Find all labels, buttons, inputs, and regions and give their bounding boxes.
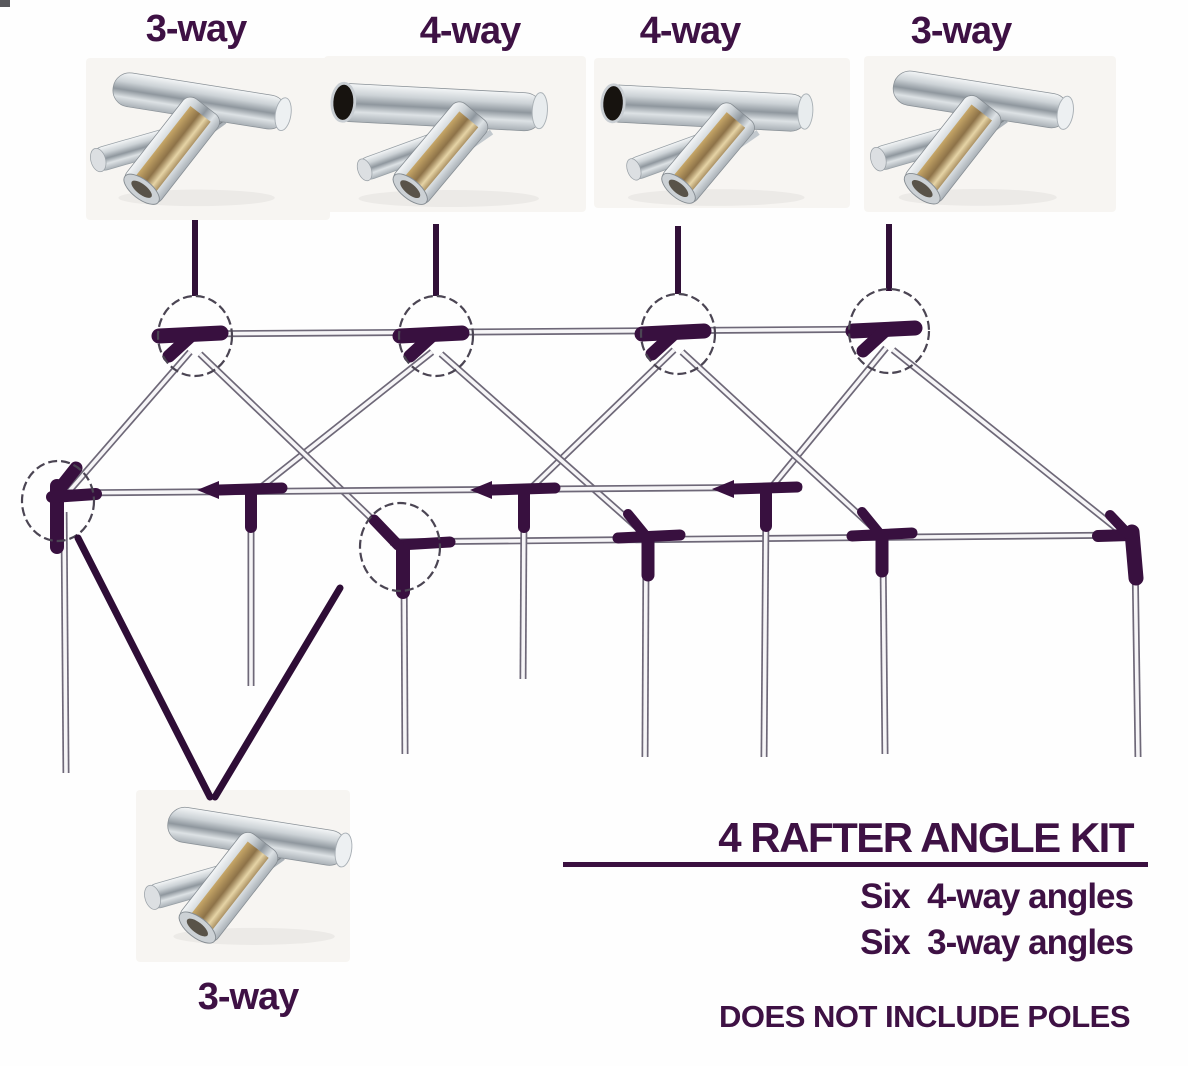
top-fitting-1-label: 3-way bbox=[145, 8, 248, 50]
ridge-joint-circle-3 bbox=[639, 292, 717, 376]
ridge-joint-circle-1 bbox=[156, 294, 234, 378]
kit-title: 4 RAFTER ANGLE KIT bbox=[718, 814, 1134, 861]
top-fitting-2-label: 4-way bbox=[419, 10, 522, 52]
top-fitting-4-label: 3-way bbox=[910, 10, 1013, 52]
joint-highlight-circles bbox=[20, 287, 931, 593]
joint-markers bbox=[46, 320, 1144, 599]
eave-corner-circle bbox=[20, 459, 96, 543]
eave-tee-marker-1 bbox=[197, 481, 288, 533]
eave-corner-marker bbox=[46, 461, 102, 554]
kit-title-underline bbox=[563, 862, 1148, 867]
ridge-joint-marker-1 bbox=[151, 325, 229, 363]
eave-b-corner-marker bbox=[1092, 510, 1144, 586]
ridge-joint-marker-3 bbox=[634, 323, 712, 361]
ridge-joint-marker-2 bbox=[392, 325, 470, 363]
eave-tee-marker-2 bbox=[470, 481, 561, 533]
eave-tee-marker-3 bbox=[712, 480, 803, 532]
eave-b-circled-marker bbox=[368, 514, 456, 599]
ridge-joint-circle-4 bbox=[847, 287, 931, 375]
eave-mid-circle bbox=[358, 501, 442, 593]
bottom-fitting-label: 3-way bbox=[197, 976, 300, 1018]
ridge-joint-circle-2 bbox=[397, 294, 475, 378]
corner-artifact bbox=[0, 0, 10, 7]
kit-contents-line-1: Six 4-way angles bbox=[860, 877, 1134, 916]
ridge-joint-marker-4 bbox=[845, 320, 923, 358]
eave-b-marker-3 bbox=[846, 507, 918, 578]
kit-note: DOES NOT INCLUDE POLES bbox=[719, 999, 1130, 1034]
top-fitting-3-label: 4-way bbox=[639, 10, 742, 52]
pointer-lines bbox=[192, 220, 892, 296]
kit-contents-line-2: Six 3-way angles bbox=[860, 923, 1134, 962]
bottom-pointer-lines bbox=[74, 534, 344, 801]
eave-b-marker-2 bbox=[612, 509, 686, 582]
frame-wireframe bbox=[60, 325, 1142, 774]
